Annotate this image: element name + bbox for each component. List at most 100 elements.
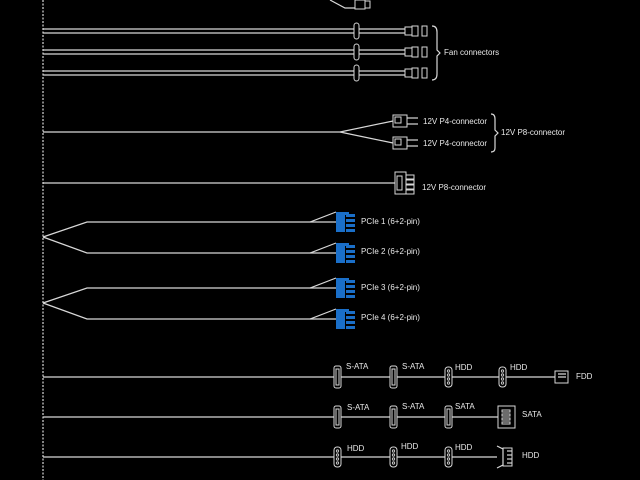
molex-pin-icon xyxy=(446,373,451,377)
pcie-pin-icon xyxy=(346,295,355,298)
p4-connector-latch-icon xyxy=(394,116,402,124)
p8-pin-icon xyxy=(405,184,415,190)
pcie-latch-icon xyxy=(336,309,349,312)
pcie-connector-icon xyxy=(336,214,345,232)
molex-connector-icon xyxy=(333,446,342,468)
sata-connector-slot-icon xyxy=(335,408,340,426)
top-cable-line xyxy=(329,0,355,9)
p4-connector-icon xyxy=(392,136,408,150)
row1-end-label: FDD xyxy=(576,372,593,381)
row3-end-label: HDD xyxy=(522,451,540,460)
p8-pin-icon xyxy=(405,174,415,180)
pcie-pin-icon xyxy=(346,326,355,329)
fan-connector-icon xyxy=(404,68,413,78)
row1-tap4-label: HDD xyxy=(510,363,528,372)
fan-connector-icon xyxy=(411,25,419,37)
row3-tap2-label: HDD xyxy=(401,442,419,451)
top-connector-icon xyxy=(354,0,366,10)
p8-brace-icon xyxy=(490,113,499,153)
molex-pin-icon xyxy=(500,373,505,377)
pcie-pin-icon xyxy=(346,219,355,222)
pcie-pin-icon xyxy=(346,214,355,217)
row3-tap1-label: HDD xyxy=(347,444,365,453)
molex-end-housing-icon xyxy=(496,445,504,469)
molex-pin-icon xyxy=(335,449,340,453)
molex-pin-icon xyxy=(335,461,340,465)
molex-pin-icon xyxy=(335,453,340,457)
pcie-connector-icon xyxy=(336,245,345,263)
molex-pin-icon xyxy=(391,457,396,461)
pcie-pin-icon xyxy=(346,224,355,227)
fan-connector-icon xyxy=(411,67,419,79)
p8-label: 12V P8-connector xyxy=(422,183,487,192)
ferrite-icon xyxy=(353,43,360,61)
pcie-pin-icon xyxy=(346,285,355,288)
ferrite-icon xyxy=(353,64,360,82)
pcie-pin-icon xyxy=(346,321,355,324)
sata-connector-slot-icon xyxy=(391,368,396,386)
sata-pin-icon xyxy=(501,417,511,421)
pcie-connector-icon xyxy=(336,311,345,329)
pcie-label-2: PCIe 2 (6+2-pin) xyxy=(361,247,420,256)
pcie-latch-icon xyxy=(336,278,349,281)
molex-connector-icon xyxy=(444,366,453,388)
p8-group-label: 12V P8-connector xyxy=(501,128,566,137)
molex-connector-icon xyxy=(444,446,453,468)
pcie-cable-line-1 xyxy=(42,211,337,238)
pcie-pin-icon xyxy=(346,229,355,232)
fan-plug-icon xyxy=(421,67,428,79)
pcie-pin-icon xyxy=(346,245,355,248)
pcie-cable-line-2 xyxy=(42,236,337,254)
sata-pin-icon xyxy=(501,413,511,417)
row2-tap2-label: S-ATA xyxy=(402,402,425,411)
fan-connector-icon xyxy=(411,46,419,58)
molex-pin-icon xyxy=(500,377,505,381)
row1-tap3-label: HDD xyxy=(455,363,473,372)
molex-pin-icon xyxy=(446,461,451,465)
p4-cable-line-1 xyxy=(43,120,394,133)
fan-connector-icon xyxy=(404,26,413,36)
p4-cable-line-2 xyxy=(339,131,394,144)
molex-pin-icon xyxy=(446,453,451,457)
pcie-pin-icon xyxy=(346,316,355,319)
fan-plug-icon xyxy=(421,46,428,58)
fdd-connector-icon xyxy=(554,370,569,384)
row2-tap1-label: S-ATA xyxy=(347,403,370,412)
row1-tap2-label: S-ATA xyxy=(402,362,425,371)
p8-pin-icon xyxy=(405,189,415,195)
molex-pin-icon xyxy=(446,449,451,453)
pcie-label-4: PCIe 4 (6+2-pin) xyxy=(361,313,420,322)
p8-pin-icon xyxy=(405,179,415,185)
top-connector-pins-icon xyxy=(364,0,371,9)
row3-tap3-label: HDD xyxy=(455,443,473,452)
molex-pin-icon xyxy=(500,369,505,373)
molex-pin-icon xyxy=(391,461,396,465)
p4-label-2: 12V P4-connector xyxy=(423,139,488,148)
pcie-connector-icon xyxy=(336,280,345,298)
pcie-pin-icon xyxy=(346,280,355,283)
molex-end-connector-icon xyxy=(502,447,513,467)
fan-connector-icon xyxy=(404,47,413,57)
molex-pin-icon xyxy=(446,369,451,373)
molex-pin-icon xyxy=(446,377,451,381)
molex-pin-icon xyxy=(335,457,340,461)
molex-pin-icon xyxy=(391,449,396,453)
p8-connector-latch-icon xyxy=(396,175,403,191)
p4-connector-icon xyxy=(392,114,408,128)
pcie-pin-icon xyxy=(346,290,355,293)
fan-brace-icon xyxy=(431,25,441,81)
sata-pin-icon xyxy=(501,409,511,413)
row2-end-label: SATA xyxy=(522,410,542,419)
pcie-cable-line-3 xyxy=(42,277,337,304)
sata-power-connector-icon xyxy=(497,405,516,429)
molex-pin-icon xyxy=(446,457,451,461)
row1-tap1-label: S-ATA xyxy=(346,362,369,371)
fdd-pin-icon xyxy=(558,373,566,378)
pcie-pin-icon xyxy=(346,255,355,258)
molex-pin-icon xyxy=(446,381,451,385)
pcie-latch-icon xyxy=(336,212,349,215)
pcie-label-1: PCIe 1 (6+2-pin) xyxy=(361,217,420,226)
pcie-pin-icon xyxy=(346,260,355,263)
